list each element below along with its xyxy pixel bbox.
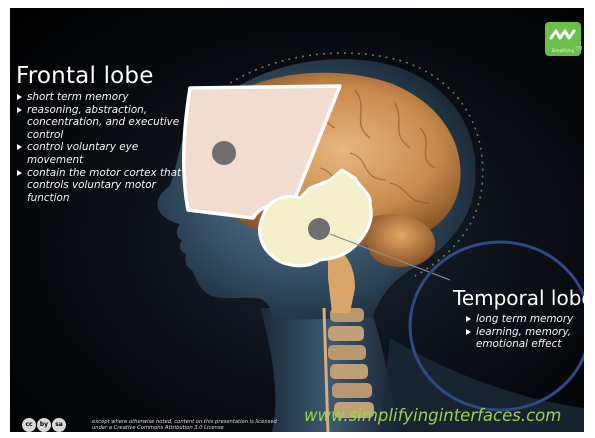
frontal-item: reasoning, abstraction, concentration, a… [16,104,186,142]
temporal-lobe-list: long term memory learning, memory, emoti… [465,313,583,351]
frontal-lobe-callout: Frontal lobe short term memory reasoning… [16,63,186,204]
share-alike-icon: sa [52,418,66,432]
attribution-icon: by [37,418,51,432]
frontal-item: contain the motor cortex that controls v… [16,167,186,205]
frontal-item: short term memory [16,91,186,104]
cc-icon: cc [22,418,36,432]
temporal-lobe-title: Temporal lobe [453,286,583,310]
temporal-lobe-callout: Temporal lobe long term memory learning,… [453,286,583,351]
website-link[interactable]: www.simplifyinginterfaces.com [304,406,561,425]
temporal-item: long term memory [465,313,583,326]
trademark-mark: TM [575,46,582,52]
frontal-lobe-title: Frontal lobe [16,63,186,89]
slide: Frontal lobe short term memory reasoning… [10,8,584,432]
frontal-item: control voluntary eye movement [16,141,186,166]
temporal-lobe-marker [308,218,330,240]
wave-glyph-icon [545,22,581,48]
frontal-lobe-marker [212,141,236,165]
cc-license-badge[interactable]: cc by sa [22,418,66,432]
license-text: except where otherwise noted, content on… [92,419,292,432]
frontal-lobe-list: short term memory reasoning, abstraction… [16,91,186,204]
temporal-item: learning, memory, emotional effect [465,326,583,351]
